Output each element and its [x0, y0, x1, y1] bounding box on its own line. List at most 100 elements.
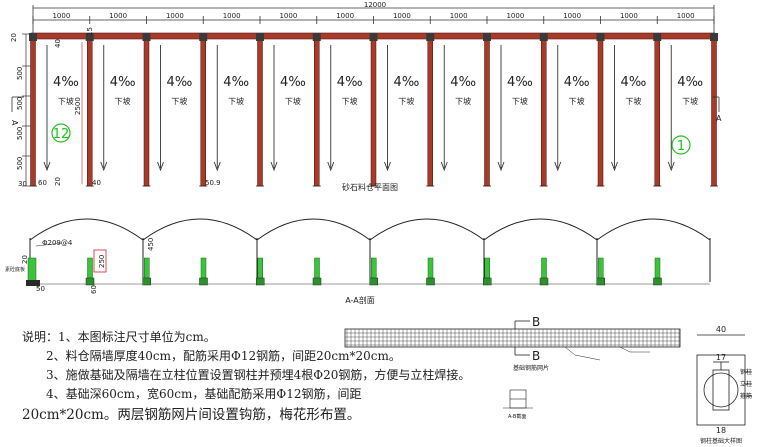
plan-wall-column	[539, 33, 548, 41]
plan-wall-column	[653, 33, 662, 41]
plan-left-dim-2: 500	[16, 97, 24, 110]
plan-bay-dimension: 1000	[506, 12, 524, 20]
section-pipe-label: Φ209@4	[42, 239, 73, 247]
slope-arrow-head	[440, 161, 448, 172]
plan-bay-dimension: 1000	[450, 12, 468, 20]
section-dim-50: 50	[36, 285, 45, 293]
plan-wall	[30, 38, 36, 187]
bay-number-last: 1	[677, 139, 685, 154]
section-dim-450: 450	[147, 238, 155, 251]
plan-wall	[711, 38, 717, 187]
section-footing	[539, 277, 549, 286]
plan-left-dim-4: 500	[16, 157, 24, 170]
plan-red-dim-top: 40	[54, 39, 62, 48]
plan-section-marker-right-label: A	[716, 114, 722, 123]
plan-left-dim-3: 500	[16, 127, 24, 140]
section-wall	[541, 257, 547, 279]
section-dim-250: 250	[98, 255, 106, 268]
plan-wall-column	[199, 33, 208, 41]
column-label-3: 箍筋	[740, 392, 752, 400]
plan-small-dim-15: 15	[86, 27, 94, 36]
column-dim-bottom: 18	[716, 426, 726, 435]
slope-value: 4‰	[564, 75, 590, 90]
section-left-label: 素砼底板	[5, 266, 25, 273]
section-footing	[596, 277, 605, 286]
section-detail-box	[93, 249, 107, 273]
mesh-marker-top: B	[532, 315, 540, 329]
plan-wall-column	[312, 33, 321, 41]
slope-value: 4‰	[280, 75, 306, 90]
plan-wall	[654, 38, 660, 187]
plan-wall	[257, 38, 263, 187]
slope-direction: 下坡	[228, 96, 244, 106]
plan-wall-column	[426, 33, 435, 41]
plan-small-dim-509: 50.9	[205, 179, 221, 187]
slope-arrow-head	[270, 161, 278, 172]
section-left-footing	[26, 280, 40, 286]
note-line-4: 4、基础深60cm，宽60cm，基础配筋采用Φ12钢筋，间距	[46, 387, 362, 401]
plan-wall-column	[256, 33, 264, 41]
plan-wall	[597, 38, 604, 187]
slope-value: 4‰	[394, 75, 420, 90]
slope-direction: 下坡	[342, 96, 358, 106]
slope-arrow-head	[667, 161, 675, 172]
plan-bay-dimension: 1000	[279, 12, 297, 20]
bay-number-circle-last	[671, 135, 691, 155]
section-wall	[598, 257, 604, 279]
column-label-1: 钢柱	[740, 368, 752, 376]
column-caption: 钢柱基础大样图	[700, 437, 742, 445]
mesh-leaders	[564, 346, 650, 361]
plan-wall	[200, 38, 206, 187]
slope-direction: 下坡	[682, 96, 698, 106]
section-arch	[369, 218, 485, 241]
slope-arrow-head	[327, 161, 335, 172]
slope-arrow-head	[43, 161, 51, 172]
slope-direction: 下坡	[625, 96, 641, 106]
plan-slope-labels: 4‰下坡4‰下坡4‰下坡4‰下坡4‰下坡4‰下坡4‰下坡4‰下坡4‰下坡4‰下坡…	[53, 75, 703, 106]
section-footing	[369, 277, 378, 286]
bay-number-first: 12	[53, 127, 70, 142]
section-pipe-leader	[35, 242, 63, 247]
plan-wall-column	[710, 33, 718, 41]
slope-value: 4‰	[507, 75, 533, 90]
section-arches	[29, 218, 711, 241]
column-dim-mid: 17	[716, 353, 726, 362]
section-footings	[85, 277, 662, 286]
mesh-small-section	[503, 389, 533, 409]
slope-value: 4‰	[223, 75, 249, 90]
mesh-grid	[344, 328, 681, 348]
slope-direction: 下坡	[569, 96, 585, 106]
mesh-cut-marker-bottom	[514, 347, 530, 356]
section-footing	[142, 277, 151, 286]
slope-direction: 下坡	[115, 96, 131, 106]
plan-red-dim-bottom: 20	[54, 177, 62, 186]
plan-bay-dimension: 1000	[677, 12, 695, 20]
plan-bay-dimension: 1000	[336, 12, 354, 20]
plan-bay-dimension: 1000	[52, 12, 70, 20]
mesh-caption: 基础钢筋网片	[513, 364, 549, 372]
section-arch	[256, 218, 371, 241]
plan-bay-ticks	[32, 16, 715, 24]
section-footing	[199, 277, 208, 286]
plan-wall	[143, 38, 150, 187]
plan-left-dimension	[22, 33, 31, 187]
section-title: A-A剖面	[345, 295, 374, 305]
plan-wall-column	[369, 33, 378, 41]
section-arch	[142, 218, 258, 241]
slope-arrow-head	[157, 161, 164, 172]
plan-wall	[87, 38, 93, 187]
plan-bay-dimension: 1000	[109, 12, 127, 20]
section-dim-20: 20	[21, 255, 29, 264]
note-line-1: 说明：1、本图标注尺寸单位为cm。	[22, 330, 216, 344]
plan-wall-column	[596, 33, 605, 41]
section-arch	[483, 218, 598, 241]
plan-wall-column	[483, 33, 491, 41]
plan-section-marker-left-label: A	[10, 120, 19, 126]
slope-value: 4‰	[621, 75, 647, 90]
plan-total-dimension: 12000	[364, 1, 386, 9]
slope-direction: 下坡	[285, 96, 301, 106]
plan-small-dim-60: 60	[38, 179, 47, 187]
slope-direction: 下坡	[171, 96, 187, 106]
